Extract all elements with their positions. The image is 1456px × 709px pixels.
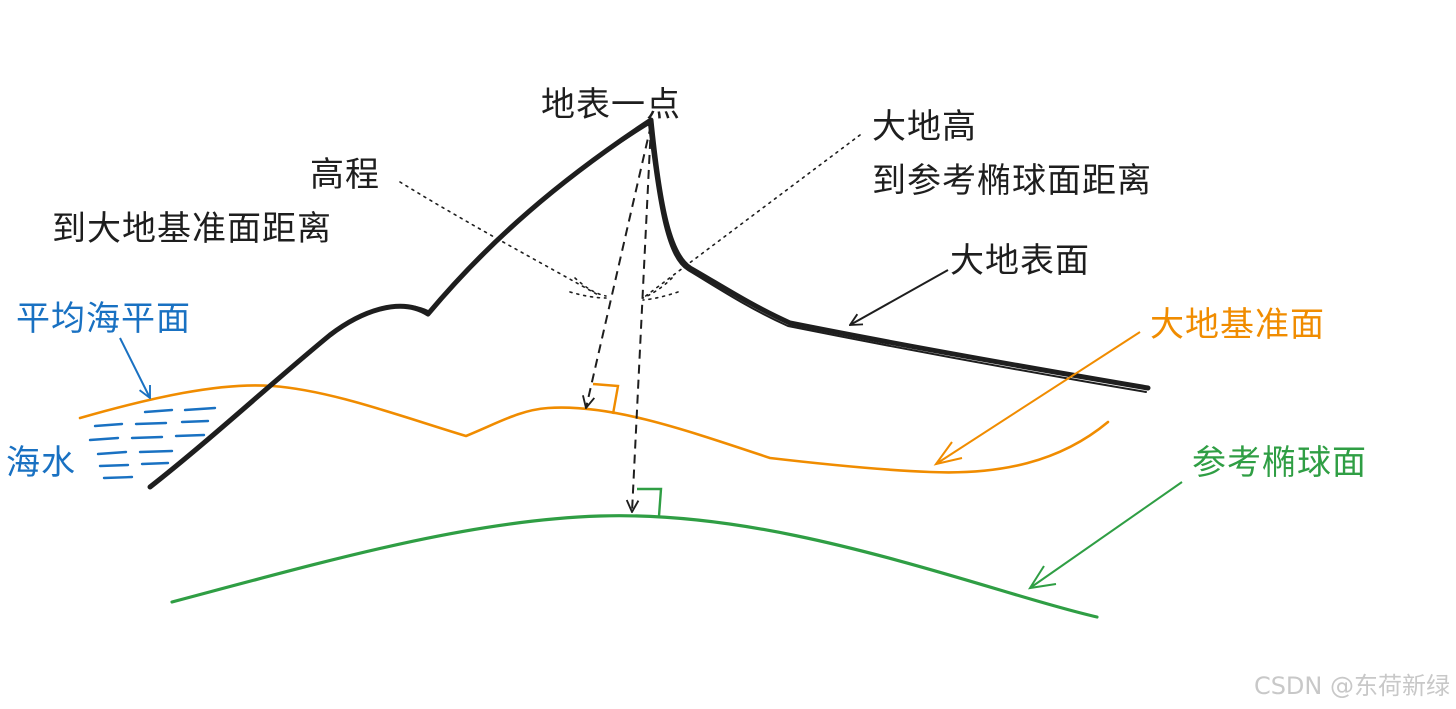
sea-water-label: 海水 [6,443,76,483]
geodetic-height-definition-label: 到参考椭球面距离 [872,161,1152,201]
geoid-pointer-head [933,441,963,466]
mean-sea-level-pointer [119,337,150,398]
elevation-arrow [586,124,652,408]
elevation-definition-label: 到大地基准面距离 [52,209,332,249]
earth-surface-label: 大地表面 [950,241,1090,281]
geodetic-height-arrow [632,124,652,512]
reference-ellipsoid-label: 参考椭球面 [1192,443,1367,483]
geoid-label: 大地基准面 [1150,305,1325,345]
ellipsoid-pointer [1029,481,1183,589]
mean-sea-level-label: 平均海平面 [16,299,191,339]
earth-surface-curve-sketch [151,123,1147,486]
surface-point-label: 地表一点 [541,85,681,125]
right-angle-marker-ellipsoid [637,487,663,517]
dotted-leaders [399,134,861,301]
geoid-pointer [935,331,1141,465]
ellipsoid-pointer-head [1027,565,1057,590]
earth-surface-pointer [850,269,949,325]
reference-ellipsoid-curve [170,514,1099,619]
geodetic-height-label: 大地高 [872,107,977,147]
sea-water-dashes [88,406,217,480]
watermark: CSDN @东荷新绿 [1253,672,1450,700]
elevation-label: 高程 [310,155,380,195]
right-angle-marker-geoid [592,382,620,415]
